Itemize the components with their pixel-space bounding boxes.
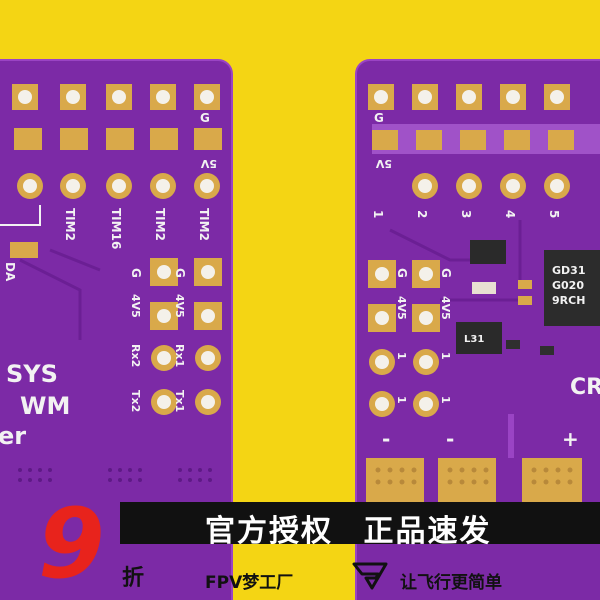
left-label-tim16: TIM16 (109, 208, 123, 249)
right-label-g-a: G (395, 268, 409, 278)
discount-unit: 折 (122, 566, 145, 591)
slogan-authorized: 官方授权 (205, 514, 333, 549)
left-uart-pads (150, 258, 222, 415)
left-middle-pads (14, 128, 222, 150)
left-text-sys: SYS (6, 360, 58, 388)
small-chip (470, 240, 506, 264)
left-top-pads (12, 84, 220, 110)
right-signal-pads (412, 173, 570, 199)
discount-number: 9 (38, 488, 105, 600)
left-board: G 5V TIM2 TIM16 TIM2 TIM2 DA G G 4V5 4V5… (0, 59, 233, 600)
right-label-3: 3 (459, 210, 473, 218)
mcu-marking-1: GD31 (552, 264, 585, 277)
regulator-chip (456, 322, 502, 354)
right-label-g-top: G (374, 111, 384, 125)
right-label-5v: 5V (375, 157, 392, 170)
right-power-pads (368, 260, 440, 417)
right-text-cr: CR (570, 375, 600, 400)
left-label-4v5-b: 4V5 (173, 294, 186, 318)
left-label-4v5-a: 4V5 (129, 294, 142, 318)
mcu-marking-3: 9RCH (552, 294, 585, 307)
left-label-rx2: Rx2 (129, 344, 142, 367)
left-label-da: DA (3, 262, 17, 282)
right-middle-pads (372, 130, 574, 150)
right-label-1-b: 1 (439, 352, 452, 360)
right-label-minus-a: - (382, 427, 390, 451)
brand-logo-icon (352, 562, 388, 590)
right-label-minus-b: - (446, 427, 454, 451)
right-top-pads (368, 84, 570, 110)
left-label-tim2-a: TIM2 (63, 208, 77, 241)
brand-tagline: 让飞行更简单 (400, 573, 502, 593)
left-label-tx1: Tx1 (173, 390, 186, 412)
left-text-wm: WM (20, 392, 70, 420)
brand-name: FPV梦工厂 (205, 573, 294, 593)
left-label-g-rx2: G (129, 268, 143, 278)
slogan-genuine: 正品速发 (363, 514, 492, 549)
right-label-4v5-b: 4V5 (439, 296, 452, 320)
mcu-marking-2: G020 (552, 279, 584, 292)
right-label-2: 2 (415, 210, 429, 218)
left-label-tim2-c: TIM2 (197, 208, 211, 241)
left-label-g-rx1: G (173, 268, 187, 278)
left-label-5v: 5V (200, 157, 217, 170)
mcu-chip (544, 250, 600, 326)
right-label-1: 1 (371, 210, 385, 218)
left-label-tim2-b: TIM2 (153, 208, 167, 241)
left-label-rx1: Rx1 (173, 344, 186, 367)
slogan-bar (120, 502, 600, 544)
left-signal-pads (17, 173, 220, 199)
right-label-g-b: G (439, 268, 453, 278)
left-label-g-top: G (200, 111, 210, 125)
right-label-1-a: 1 (395, 352, 408, 360)
slogan: 官方授权 正品速发 (205, 506, 509, 550)
right-label-1-d: 1 (439, 396, 452, 404)
right-label-4v5-a: 4V5 (395, 296, 408, 320)
promo-banner: 官方授权 正品速发 9 折 FPV梦工厂 让飞行更简单 (0, 496, 600, 600)
right-label-4: 4 (503, 210, 517, 218)
left-text-er: er (0, 422, 26, 450)
regulator-marking: L31 (464, 334, 484, 345)
right-label-plus: + (562, 427, 579, 451)
left-label-tx2: Tx2 (129, 390, 142, 412)
right-label-1-c: 1 (395, 396, 408, 404)
right-label-5: 5 (547, 210, 561, 218)
